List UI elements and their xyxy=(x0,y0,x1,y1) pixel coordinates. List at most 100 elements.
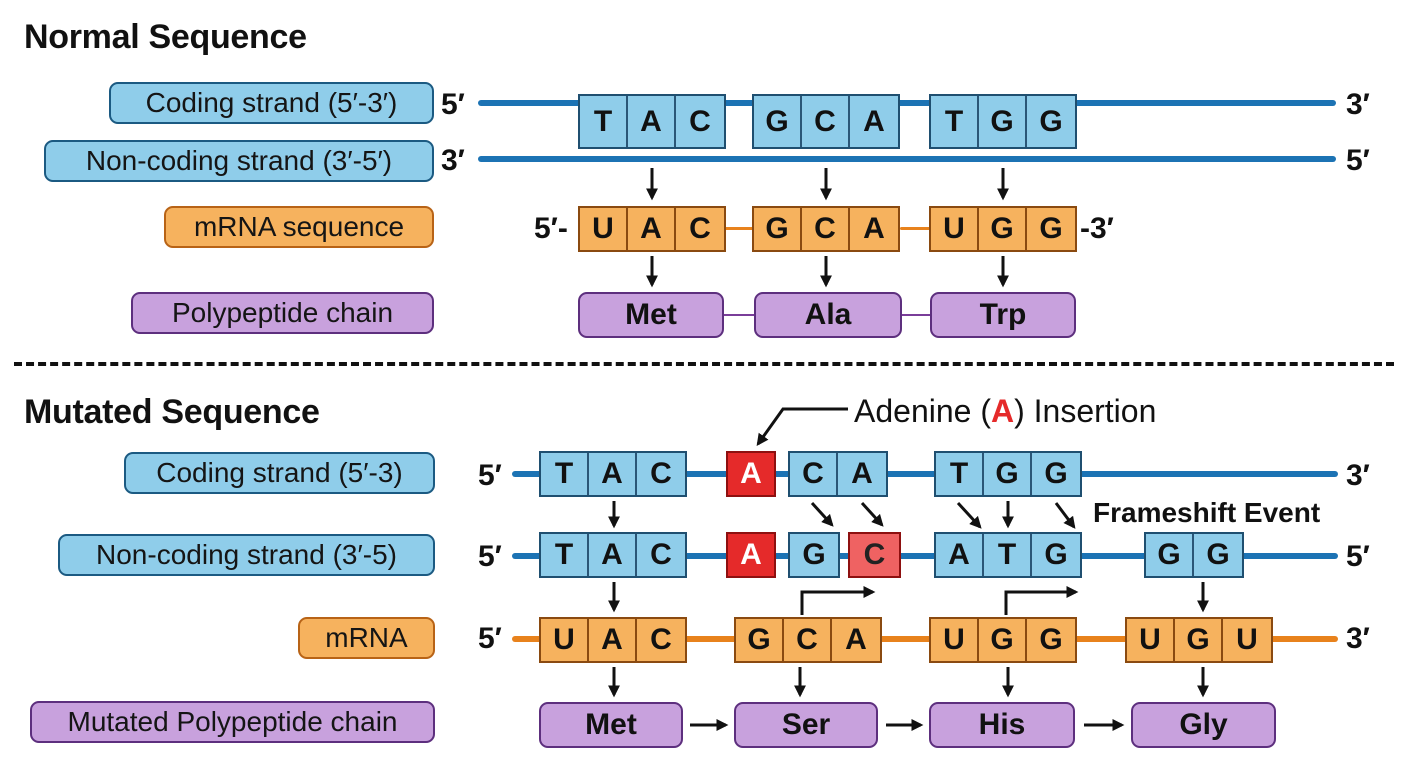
insertion-annotation-suffix: ) Insertion xyxy=(1014,393,1157,429)
amino-acid-met: Met xyxy=(539,702,683,748)
nucleotide: C xyxy=(650,457,672,490)
nucleotide: C xyxy=(784,619,832,661)
normal-peptide-bond xyxy=(722,314,756,316)
normal-mrna-codon-1: U A C xyxy=(578,206,726,252)
normal-noncoding-3prime: 3′ xyxy=(441,144,465,177)
nucleotide: C xyxy=(790,453,838,495)
nucleotide: U xyxy=(541,619,589,661)
mutated-noncoding-strand-line xyxy=(512,553,1338,559)
nucleotide: C xyxy=(650,538,672,571)
nucleotide: T xyxy=(580,96,628,147)
normal-noncoding-strand-line xyxy=(478,156,1336,162)
arrow-diagonal-icon xyxy=(956,501,982,529)
nucleotide: T xyxy=(931,96,979,147)
nucleotide: T xyxy=(936,453,984,495)
nucleotide: G xyxy=(1044,457,1068,490)
mutated-noncoding-codon-3: A T G xyxy=(934,532,1082,578)
mutated-coding-strand-line xyxy=(512,471,1338,477)
mutated-mrna-codon-1: U A C xyxy=(539,617,687,663)
nucleotide: G xyxy=(979,208,1027,250)
normal-mrna-label: mRNA sequence xyxy=(164,206,434,248)
mutated-noncoding-strand-label: Non-coding strand (3′-5) xyxy=(58,534,435,576)
nucleotide: G xyxy=(1044,538,1068,571)
nucleotide: G xyxy=(754,208,802,250)
shifted-base-c: C xyxy=(848,532,901,578)
normal-mrna-3prime: -3′ xyxy=(1080,212,1114,245)
normal-mrna-line-segment xyxy=(724,227,754,230)
mutated-mrna-codon-2: G C A xyxy=(734,617,882,663)
nucleotide: G xyxy=(984,453,1032,495)
normal-noncoding-5prime: 5′ xyxy=(1346,144,1370,177)
nucleotide: A xyxy=(628,208,676,250)
nucleotide: G xyxy=(754,96,802,147)
insertion-annotation: Adenine (A) Insertion xyxy=(854,393,1156,430)
nucleotide: A xyxy=(589,534,637,576)
shift-arrow-icon xyxy=(800,586,876,615)
mutated-polypeptide-label: Mutated Polypeptide chain xyxy=(30,701,435,743)
mutated-mrna-5prime: 5′ xyxy=(478,622,502,655)
nucleotide: A xyxy=(851,457,873,490)
nucleotide: A xyxy=(863,212,885,245)
amino-acid-his: His xyxy=(929,702,1075,748)
nucleotide: A xyxy=(589,619,637,661)
nucleotide: A xyxy=(936,534,984,576)
nucleotide: T xyxy=(541,453,589,495)
mutated-coding-codon-2: C A xyxy=(788,451,888,497)
nucleotide: U xyxy=(931,619,979,661)
mutated-sequence-title: Mutated Sequence xyxy=(24,393,320,431)
mutated-coding-5prime: 5′ xyxy=(478,459,502,492)
nucleotide: G xyxy=(1175,619,1223,661)
nucleotide: C xyxy=(650,623,672,656)
insertion-annotation-base: A xyxy=(990,393,1015,429)
nucleotide: G xyxy=(979,619,1027,661)
mutated-mrna-label: mRNA xyxy=(298,617,435,659)
nucleotide: G xyxy=(736,619,784,661)
normal-coding-strand-line xyxy=(478,100,1336,106)
mutated-noncoding-codon-1: T A C xyxy=(539,532,687,578)
normal-polypeptide-label: Polypeptide chain xyxy=(131,292,434,334)
normal-coding-3prime: 3′ xyxy=(1346,88,1370,121)
nucleotide: G xyxy=(1039,104,1063,138)
inserted-adenine-complement: A xyxy=(726,532,776,578)
mutated-coding-codon-1: T A C xyxy=(539,451,687,497)
normal-coding-5prime: 5′ xyxy=(441,88,465,121)
nucleotide: T xyxy=(541,534,589,576)
amino-acid-ala: Ala xyxy=(754,292,902,338)
arrow-diagonal-icon xyxy=(1054,502,1076,529)
nucleotide: A xyxy=(628,96,676,147)
normal-mrna-codon-3: U G G xyxy=(929,206,1077,252)
normal-coding-codon-2: G C A xyxy=(752,94,900,149)
normal-mrna-codon-2: G C A xyxy=(752,206,900,252)
normal-sequence-title: Normal Sequence xyxy=(24,18,307,56)
mutated-noncoding-codon-4: G G xyxy=(1144,532,1244,578)
insertion-annotation-prefix: Adenine ( xyxy=(854,393,991,429)
arrow-diagonal-icon xyxy=(860,501,884,527)
amino-acid-met: Met xyxy=(578,292,724,338)
normal-mrna-5prime: 5′- xyxy=(534,212,568,245)
nucleotide: G xyxy=(1206,538,1230,571)
nucleotide: G xyxy=(1146,534,1194,576)
nucleotide: C xyxy=(689,104,711,138)
section-divider xyxy=(14,362,1394,366)
amino-acid-gly: Gly xyxy=(1131,702,1276,748)
amino-acid-trp: Trp xyxy=(930,292,1076,338)
nucleotide: C xyxy=(689,212,711,245)
nucleotide: U xyxy=(1127,619,1175,661)
mutated-mrna-codon-3: U G G xyxy=(929,617,1077,663)
normal-peptide-bond xyxy=(900,314,932,316)
nucleotide: C xyxy=(802,208,850,250)
nucleotide: A xyxy=(589,453,637,495)
nucleotide: U xyxy=(931,208,979,250)
nucleotide: U xyxy=(1236,623,1258,656)
normal-coding-codon-1: T A C xyxy=(578,94,726,149)
shifted-base-g: G xyxy=(788,532,840,578)
normal-coding-codon-3: T G G xyxy=(929,94,1077,149)
normal-noncoding-strand-label: Non-coding strand (3′-5′) xyxy=(44,140,434,182)
nucleotide: T xyxy=(984,534,1032,576)
arrow-diagonal-icon xyxy=(810,501,834,527)
mutated-coding-3prime: 3′ xyxy=(1346,459,1370,492)
inserted-adenine: A xyxy=(726,451,776,497)
mutated-mrna-line xyxy=(512,636,1338,642)
shift-arrow-icon xyxy=(1004,586,1079,615)
mutated-noncoding-5prime-right: 5′ xyxy=(1346,540,1370,573)
